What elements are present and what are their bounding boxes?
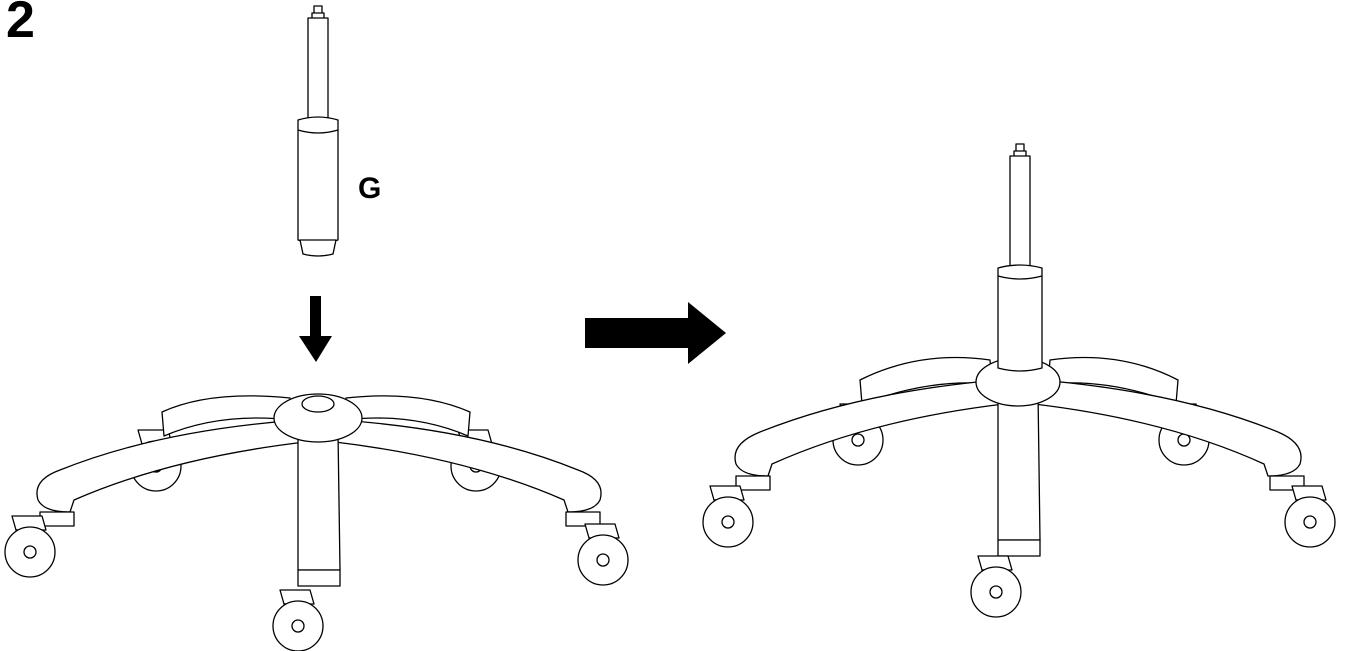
gas-lift-installed <box>997 143 1043 372</box>
star-base-assembled <box>702 356 1336 618</box>
gas-lift-label: G <box>358 172 382 205</box>
step-number: 2 <box>6 0 35 49</box>
gas-lift-cylinder <box>297 5 339 257</box>
arrow-right-icon <box>585 302 726 364</box>
star-base-before <box>4 393 629 651</box>
arrow-down-icon <box>299 296 332 362</box>
